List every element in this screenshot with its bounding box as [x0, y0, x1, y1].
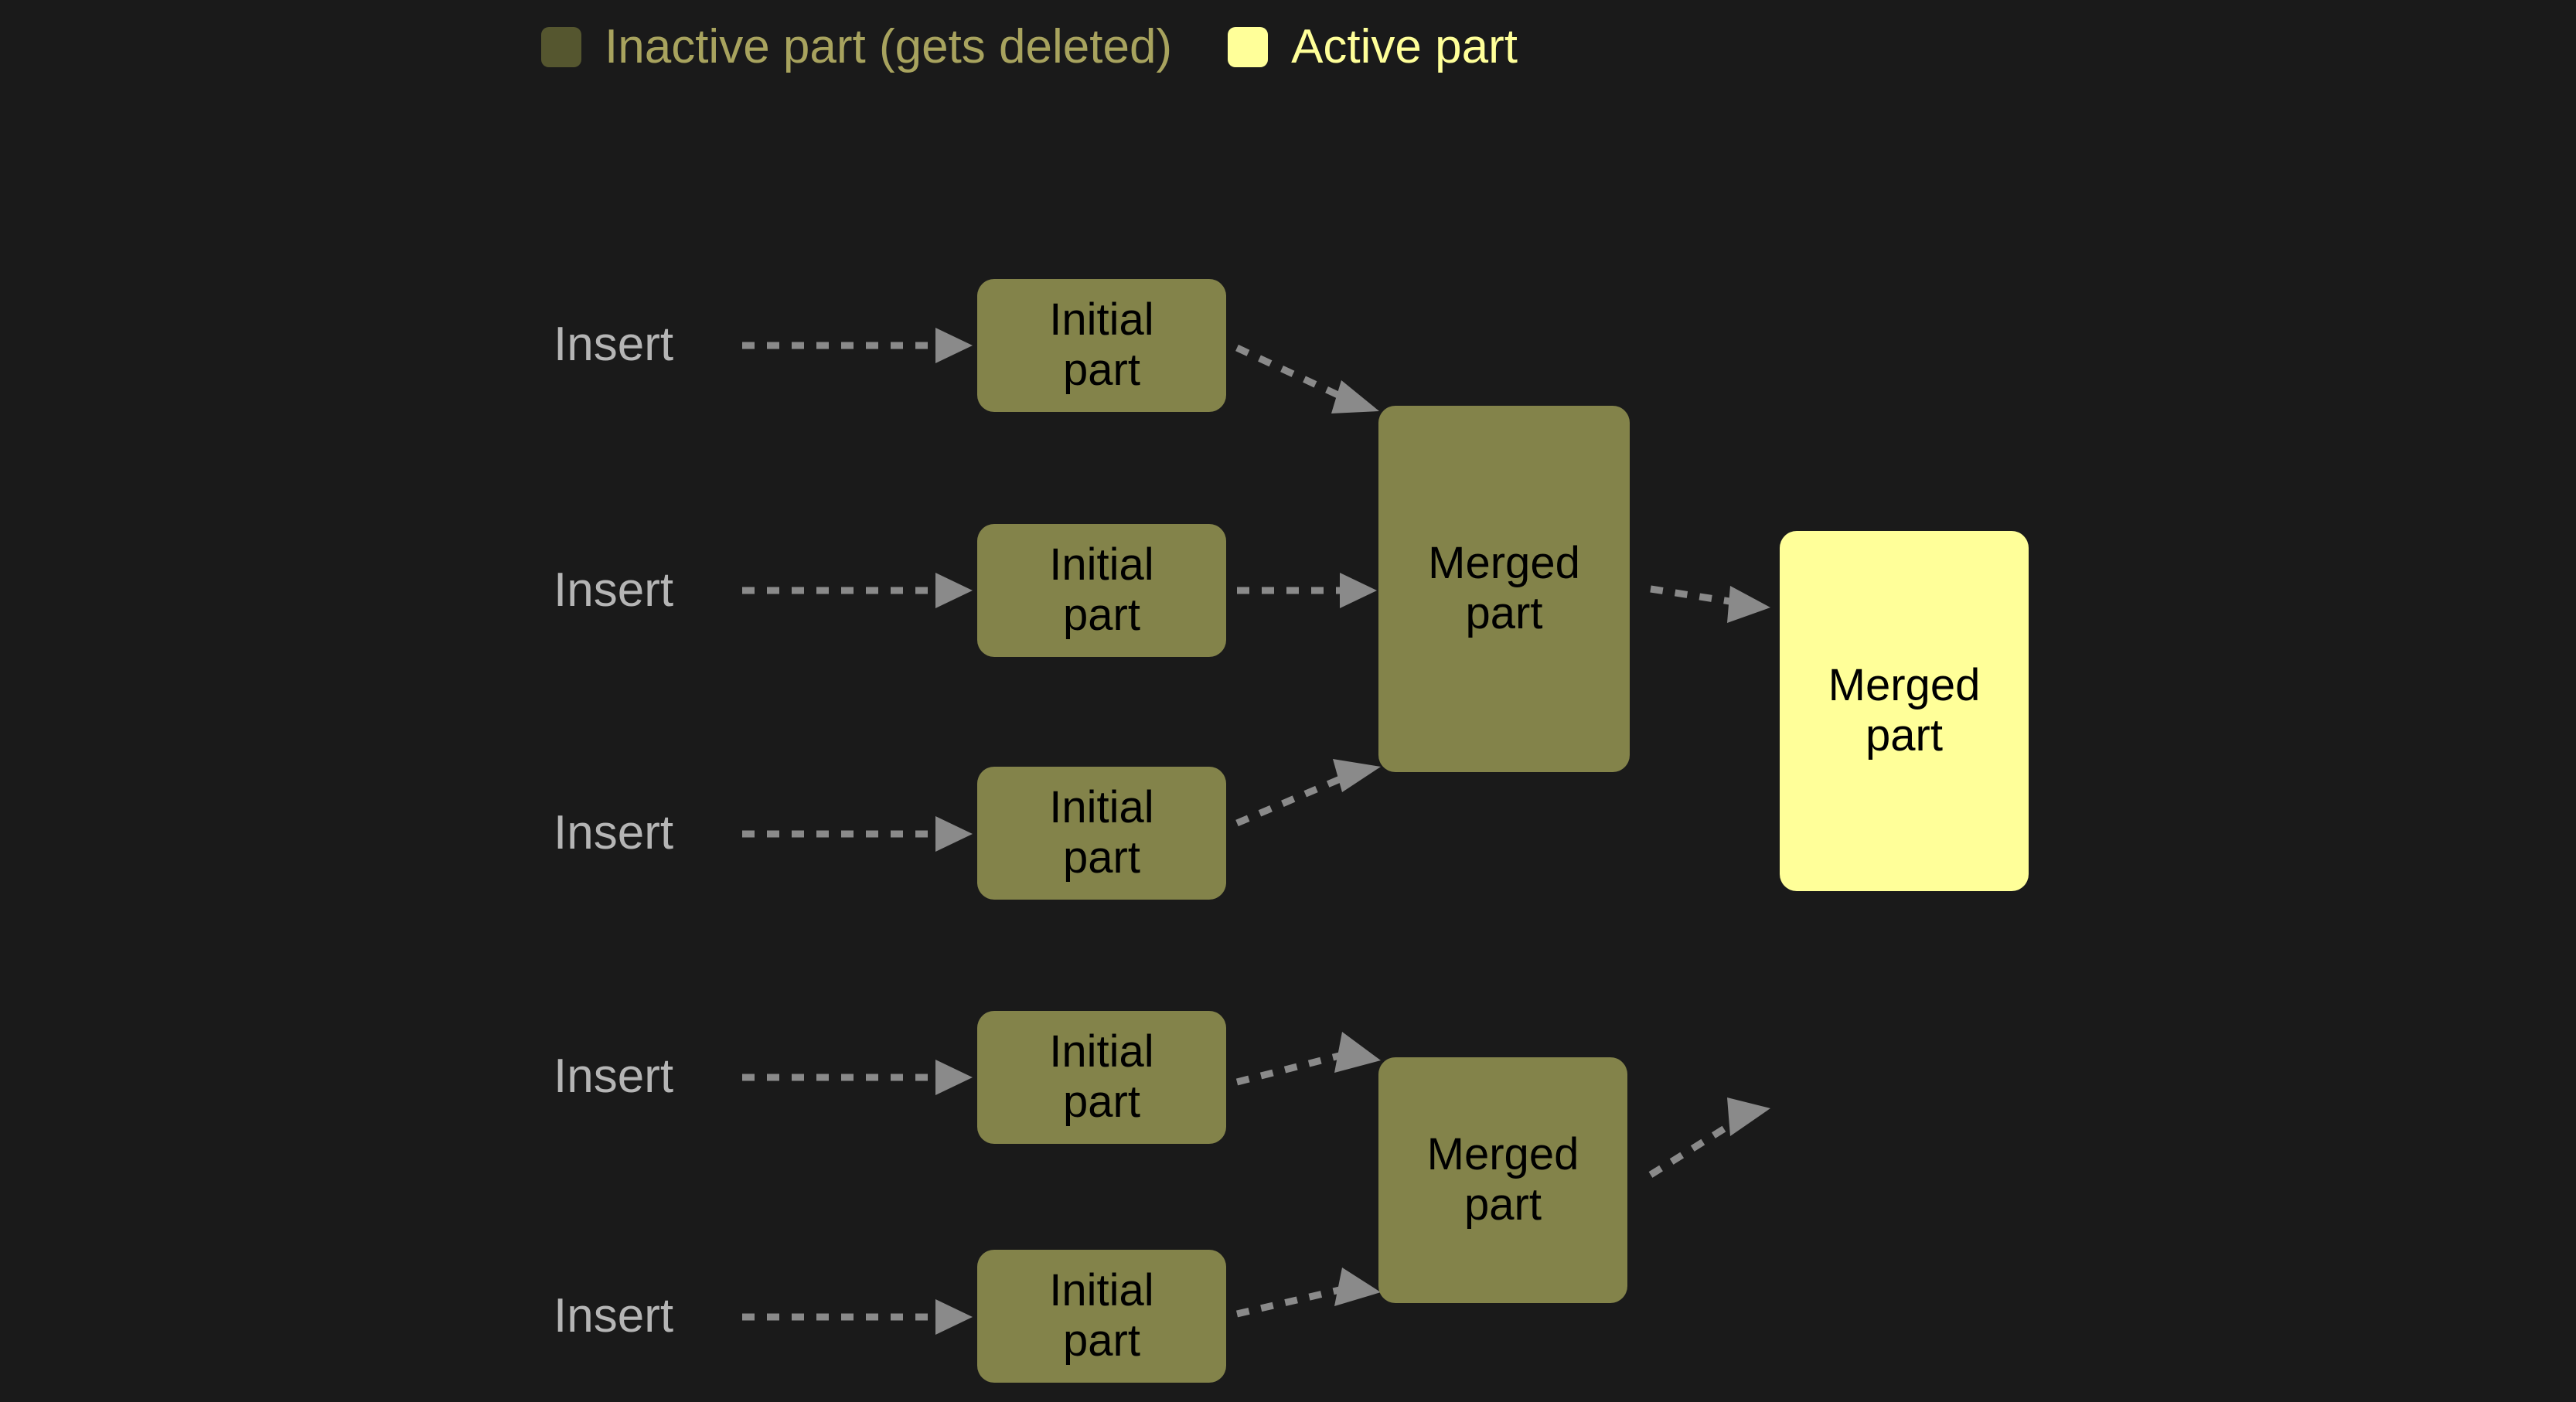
node-initial-part-5[interactable]: Initial part: [977, 1250, 1226, 1383]
node-label-line2: part: [1866, 710, 1943, 761]
legend-item-inactive: Inactive part (gets deleted): [541, 23, 1172, 71]
insert-label-2: Insert: [554, 563, 674, 617]
node-label-line1: Initial: [1049, 1265, 1154, 1316]
arrow-initial-4-to-merged-bottom: [1235, 1032, 1381, 1086]
arrow-insert-to-initial-4: [742, 1060, 973, 1095]
node-initial-part-1[interactable]: Initial part: [977, 279, 1226, 412]
legend: Inactive part (gets deleted) Active part: [541, 23, 1518, 71]
node-label-line1: Merged: [1426, 1129, 1579, 1180]
legend-label-active: Active part: [1291, 20, 1518, 73]
node-label-line1: Initial: [1049, 294, 1154, 345]
node-label-line2: part: [1063, 345, 1140, 395]
node-merged-part-top[interactable]: Merged part: [1378, 406, 1630, 772]
arrow-initial-5-to-merged-bottom: [1235, 1268, 1381, 1318]
node-merged-part-bottom[interactable]: Merged part: [1378, 1057, 1627, 1303]
node-label-line2: part: [1465, 588, 1543, 638]
inactive-swatch-icon: [541, 27, 581, 67]
arrow-initial-1-to-merged-top: [1235, 344, 1379, 413]
node-initial-part-3[interactable]: Initial part: [977, 767, 1226, 900]
node-label-line2: part: [1063, 832, 1140, 883]
node-label-line1: Initial: [1049, 1026, 1154, 1077]
node-label-line2: part: [1063, 1077, 1140, 1127]
insert-label-1: Insert: [554, 318, 674, 371]
node-label-line1: Merged: [1428, 538, 1580, 589]
insert-label-3: Insert: [554, 806, 674, 859]
insert-label-4: Insert: [554, 1050, 674, 1103]
arrow-insert-to-initial-1: [742, 328, 973, 363]
node-initial-part-2[interactable]: Initial part: [977, 524, 1226, 657]
node-label-line1: Initial: [1049, 539, 1154, 590]
arrow-insert-to-initial-2: [742, 573, 973, 608]
node-label-line2: part: [1063, 590, 1140, 640]
arrow-merged-top-to-final: [1650, 585, 1770, 623]
arrow-insert-to-initial-5: [742, 1299, 973, 1335]
node-label-line2: part: [1063, 1315, 1140, 1366]
arrow-merged-bottom-to-final: [1648, 1097, 1770, 1178]
active-swatch-icon: [1228, 27, 1269, 67]
arrow-initial-3-to-merged-top: [1235, 759, 1381, 827]
legend-item-active: Active part: [1228, 23, 1518, 71]
node-label-line2: part: [1464, 1179, 1542, 1230]
node-label-line1: Initial: [1049, 782, 1154, 833]
insert-label-5: Insert: [554, 1289, 674, 1342]
node-label-line1: Merged: [1828, 660, 1981, 711]
node-initial-part-4[interactable]: Initial part: [977, 1011, 1226, 1144]
arrow-initial-2-to-merged-top: [1237, 573, 1377, 608]
legend-label-inactive: Inactive part (gets deleted): [605, 20, 1173, 73]
node-merged-part-final[interactable]: Merged part: [1780, 531, 2029, 891]
arrow-insert-to-initial-3: [742, 816, 973, 852]
